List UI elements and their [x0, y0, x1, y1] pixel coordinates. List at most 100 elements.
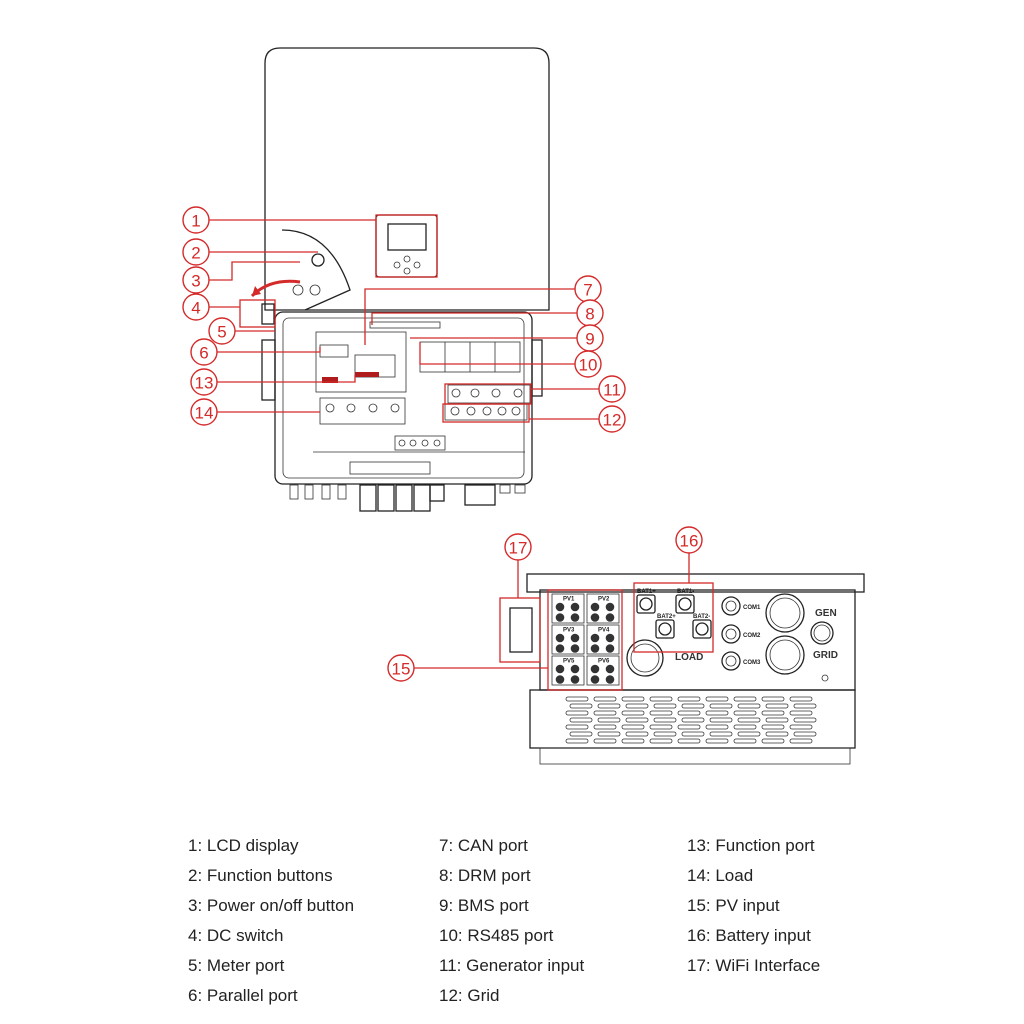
callout-circle — [208, 317, 236, 345]
vent-slot — [569, 703, 593, 709]
callout-number: 10 — [579, 356, 598, 375]
function-port — [322, 377, 338, 383]
vent-slot — [565, 738, 589, 744]
vent-slot — [569, 731, 593, 737]
pv-connector-icon — [605, 602, 615, 612]
pv-connector-icon — [555, 664, 565, 674]
function-button-icon — [403, 255, 411, 263]
gen-label: GEN — [815, 608, 837, 619]
legend-item: 6: Parallel port — [188, 986, 298, 1005]
gen-gland — [765, 593, 805, 633]
callout-number: 11 — [603, 381, 621, 400]
vent-slot — [733, 710, 757, 716]
vent-slot — [569, 717, 593, 723]
dc-switch — [261, 303, 275, 325]
callout-box-11 — [444, 383, 532, 405]
vent-slot — [653, 731, 677, 737]
vent-slot — [705, 696, 729, 702]
callout-box-4 — [239, 299, 276, 328]
vent-slot — [761, 710, 785, 716]
legend-item: 8: DRM port — [439, 866, 531, 885]
arrow-head-icon — [252, 286, 261, 296]
pv-label: PV2 — [598, 596, 610, 602]
bat1-minus-label: BAT1- — [677, 589, 694, 595]
pv-group: PV6 — [586, 655, 620, 686]
callout-circle — [387, 654, 415, 682]
load-label: LOAD — [675, 652, 703, 663]
vent-slot — [789, 710, 813, 716]
battery-connectors: BAT1+ BAT1- BAT2+ BAT2- — [636, 589, 712, 639]
callout-box-16 — [633, 582, 714, 653]
pv-connector-icon — [605, 675, 615, 684]
callout-circle — [504, 533, 532, 561]
vent-slot — [789, 696, 813, 702]
callout-8: 8 — [576, 299, 604, 327]
pv-label: PV5 — [563, 658, 575, 664]
callout-14: 14 — [190, 398, 218, 426]
legend-item: 4: DC switch — [188, 926, 284, 945]
vent-slot — [705, 738, 729, 744]
pv-group-frame — [551, 593, 585, 624]
callout-circle — [598, 375, 626, 403]
callout-9: 9 — [576, 324, 604, 352]
callout-number: 2 — [191, 244, 200, 263]
front-cover — [264, 47, 550, 311]
vent-slots — [565, 696, 817, 744]
legend-item: 5: Meter port — [188, 956, 285, 975]
pv-group: PV2 — [586, 593, 620, 624]
callout-box-17 — [499, 597, 541, 663]
pv-connector-icon — [555, 613, 565, 622]
vent-slot — [593, 710, 617, 716]
callout-number: 5 — [217, 323, 226, 342]
vent-slot — [677, 696, 701, 702]
bat2-plus-label: BAT2+ — [657, 614, 676, 620]
function-button-icon — [393, 261, 401, 269]
vent-slot — [653, 717, 677, 723]
pv-connector-icon — [570, 613, 580, 622]
legend-item: 11: Generator input — [439, 956, 585, 975]
callout-3: 3 — [182, 266, 210, 294]
com2-port — [721, 624, 741, 644]
grid-label: GRID — [813, 650, 838, 661]
inverter-front-view — [239, 47, 550, 512]
callout-box-12 — [442, 403, 530, 423]
bottom-rail — [349, 461, 431, 475]
legend-item: 15: PV input — [687, 896, 780, 915]
vent-slot — [733, 724, 757, 730]
vent-slot — [625, 703, 649, 709]
vent-slot — [793, 717, 817, 723]
pv-connector-icon — [590, 633, 600, 643]
callout-circle — [190, 338, 218, 366]
callout-12: 12 — [598, 405, 626, 433]
pv-group: PV5 — [551, 655, 585, 686]
pv-connector-icon — [570, 664, 580, 674]
side-handle — [261, 339, 276, 401]
pv-group-frame — [586, 624, 620, 655]
callout-circle — [182, 238, 210, 266]
pv-connector-icon — [590, 664, 600, 674]
vent-slot — [649, 696, 673, 702]
callout-box-1 — [375, 214, 438, 278]
inner-frame — [282, 317, 525, 479]
legend-item: 12: Grid — [439, 986, 500, 1005]
legend-item: 1: LCD display — [188, 836, 299, 855]
vent-slot — [737, 731, 761, 737]
com1-label: COM1 — [743, 605, 761, 611]
pv-connector-icon — [570, 602, 580, 612]
vent-slot — [765, 703, 789, 709]
side-handle — [531, 339, 543, 397]
vent-slot — [565, 724, 589, 730]
callout-10: 10 — [574, 350, 602, 378]
callout-15: 15 — [387, 654, 415, 682]
com1-port — [721, 596, 741, 616]
vent-slot — [733, 738, 757, 744]
vent-slot — [705, 724, 729, 730]
callout-11: 11 — [598, 375, 626, 403]
power-button-icon — [311, 253, 325, 267]
vent-slot — [765, 731, 789, 737]
vent-slot — [653, 703, 677, 709]
callout-5: 5 — [208, 317, 236, 345]
